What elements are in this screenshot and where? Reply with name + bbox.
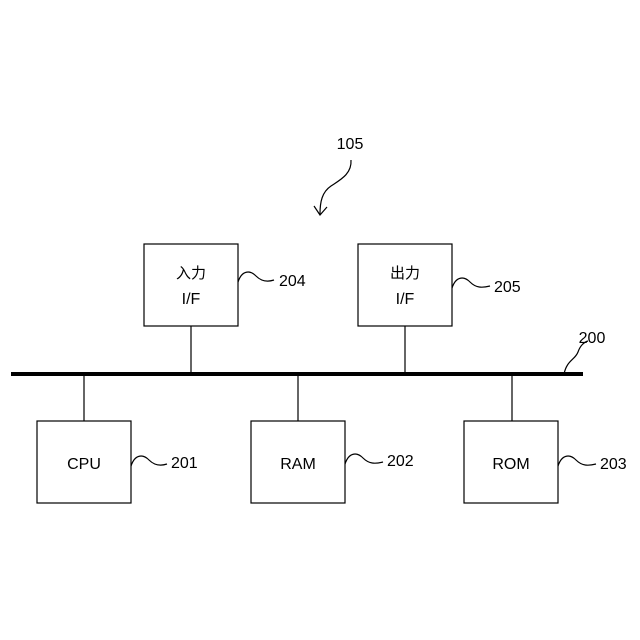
output-interface-label-line2: I/F bbox=[396, 291, 415, 308]
ram-ref-leader bbox=[345, 454, 383, 464]
rom-block: ROM 203 bbox=[464, 374, 627, 503]
cpu-ref-label: 201 bbox=[171, 455, 198, 472]
output-interface-block: 出力 I/F 205 bbox=[358, 244, 521, 374]
input-interface-ref-leader bbox=[238, 272, 274, 282]
rom-ref-leader bbox=[558, 456, 596, 466]
figure-ref-arrow bbox=[320, 160, 351, 214]
cpu-label: CPU bbox=[67, 456, 101, 473]
cpu-ref-leader bbox=[131, 456, 167, 466]
output-interface-ref-leader bbox=[452, 278, 490, 288]
figure-ref-label: 105 bbox=[337, 136, 364, 153]
bus-ref-label: 200 bbox=[579, 330, 606, 347]
output-interface-label-line1: 出力 bbox=[390, 264, 420, 282]
input-interface-block: 入力 I/F 204 bbox=[144, 244, 306, 374]
input-interface-label-line2: I/F bbox=[182, 291, 201, 308]
ram-ref-label: 202 bbox=[387, 453, 414, 470]
input-interface-label-line1: 入力 bbox=[176, 264, 206, 282]
output-interface-ref-label: 205 bbox=[494, 279, 521, 296]
input-interface-ref-label: 204 bbox=[279, 273, 306, 290]
rom-label: ROM bbox=[492, 456, 529, 473]
input-interface-box bbox=[144, 244, 238, 326]
output-interface-box bbox=[358, 244, 452, 326]
cpu-block: CPU 201 bbox=[37, 374, 198, 503]
ram-label: RAM bbox=[280, 456, 316, 473]
ram-block: RAM 202 bbox=[251, 374, 414, 503]
rom-ref-label: 203 bbox=[600, 456, 627, 473]
